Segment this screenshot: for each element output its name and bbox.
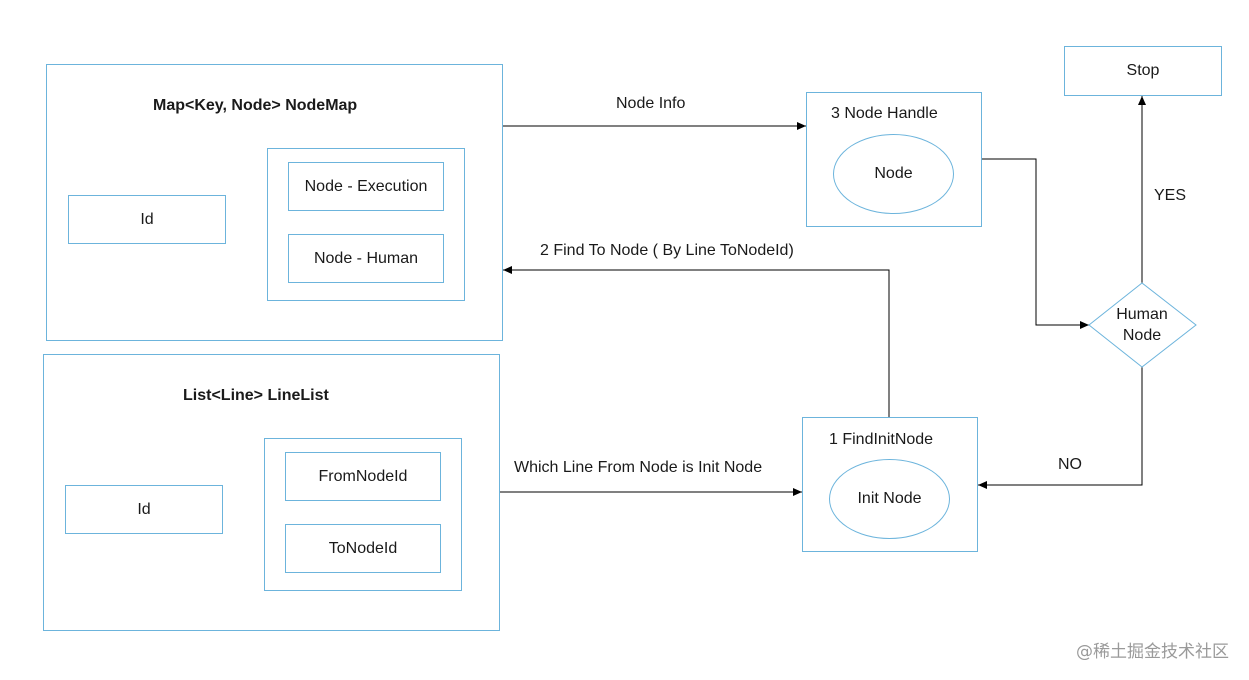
decision-label: Human Node [1097, 303, 1187, 347]
from-node-id-label: FromNodeId [318, 467, 408, 485]
init-node-ellipse: Init Node [829, 459, 950, 539]
nodemap-title: Map<Key, Node> NodeMap [153, 97, 358, 114]
node-ellipse: Node [833, 134, 954, 214]
nodemap-id-label: Id [140, 210, 154, 228]
edge-label-which-line: Which Line From Node is Init Node [514, 459, 763, 476]
linelist-id-box: Id [65, 485, 223, 534]
to-node-id-box: ToNodeId [285, 524, 441, 573]
edge-label-find-to-node: 2 Find To Node ( By Line ToNodeId) [540, 242, 794, 259]
node-handle-title: 3 Node Handle [831, 105, 938, 122]
init-node-ellipse-label: Init Node [857, 490, 922, 507]
linelist-title: List<Line> LineList [183, 387, 329, 404]
to-node-id-label: ToNodeId [328, 539, 398, 557]
from-node-id-box: FromNodeId [285, 452, 441, 501]
arrow-to-decision [981, 158, 1089, 329]
stop-box: Stop [1064, 46, 1222, 96]
arrow-no [978, 367, 1143, 489]
watermark: @稀土掘金技术社区 [1076, 642, 1229, 662]
decision-label-line1: Human [1116, 306, 1168, 323]
stop-label: Stop [1126, 62, 1160, 79]
edge-label-no: NO [1058, 456, 1082, 473]
linelist-id-label: Id [137, 500, 151, 518]
nodemap-id-box: Id [68, 195, 226, 244]
node-human-box: Node - Human [288, 234, 444, 283]
edge-label-yes: YES [1154, 187, 1187, 204]
decision-label-line2: Node [1122, 327, 1162, 344]
decision-diamond [1088, 282, 1197, 368]
find-init-node-title: 1 FindInitNode [829, 431, 934, 448]
node-execution-box: Node - Execution [288, 162, 444, 211]
edge-label-node-info: Node Info [616, 95, 686, 112]
node-ellipse-label: Node [874, 165, 913, 182]
arrow-find-to-node [503, 266, 890, 418]
node-execution-label: Node - Execution [304, 177, 428, 195]
node-human-label: Node - Human [313, 249, 419, 267]
